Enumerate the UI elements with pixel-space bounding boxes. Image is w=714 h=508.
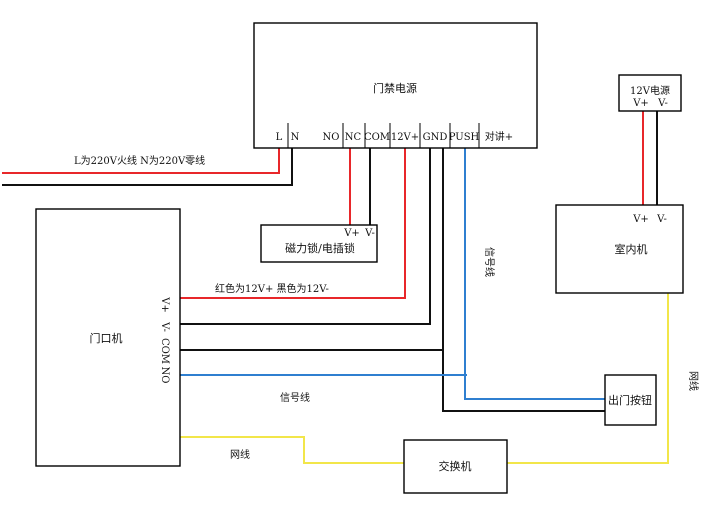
terminal-12v-plus: 12V+ [391,132,419,143]
terminal-gnd: GND [423,132,448,143]
wire-network-indoor [507,293,669,464]
switch-title: 交换机 [439,459,472,473]
terminal-n: N [291,132,300,143]
psu-title: 门禁电源 [373,81,417,95]
network-switch: 交换机 [403,439,508,494]
wire-network-door [180,436,404,464]
indoor-title: 室内机 [615,242,648,256]
wire-push-signal [464,148,605,400]
door-pin-com: COM [159,338,170,364]
magnetic-lock: V+ V- 磁力锁/电插锁 [260,224,378,263]
terminal-l: L [276,132,283,143]
door-pin-no: NO [159,367,170,384]
power-12v: 12V电源 V+ V- [618,74,682,112]
wire-mains-n [2,148,293,186]
terminal-com: COM [364,132,390,143]
label-mains: L为220V火线 N为220V零线 [74,154,205,167]
door-station-title: 门口机 [90,331,123,345]
wire-door-com [180,349,605,412]
label-network-right: 网线 [687,371,700,391]
terminal-no: NO [323,132,340,143]
label-network-left: 网线 [230,448,250,461]
indoor-vplus: V+ [632,214,649,225]
wire-door-vplus [180,148,406,299]
door-pin-vminus: V- [159,321,170,332]
lock-vplus: V+ [343,228,360,239]
indoor-unit: V+ V- 室内机 [555,204,684,294]
terminal-nc: NC [345,132,362,143]
power-12v-vplus: V+ [632,98,649,109]
label-signal-vertical: 信号线 [483,247,496,277]
wire-mains-l [2,148,280,174]
lock-title: 磁力锁/电插锁 [285,241,355,255]
door-pin-vplus: V+ [159,296,170,313]
lock-vminus: V- [364,228,375,239]
label-signal-horizontal: 信号线 [280,391,310,404]
exit-button: 出门按钮 [604,374,657,426]
power-12v-vminus: V- [657,98,668,109]
exit-button-title: 出门按钮 [608,393,652,407]
door-station: 门口机 V+ V- COM NO [35,208,181,467]
label-power-colors: 红色为12V+ 黑色为12V- [215,282,329,295]
access-power-supply: 门禁电源 L N NO NC COM 12V+ GND PUSH 对讲+ [253,22,538,149]
terminal-intercom-plus: 对讲+ [485,130,513,143]
power-12v-title: 12V电源 [630,84,670,97]
terminal-push: PUSH [449,132,480,143]
indoor-vminus: V- [656,214,667,225]
wire-door-vminus [180,148,431,325]
